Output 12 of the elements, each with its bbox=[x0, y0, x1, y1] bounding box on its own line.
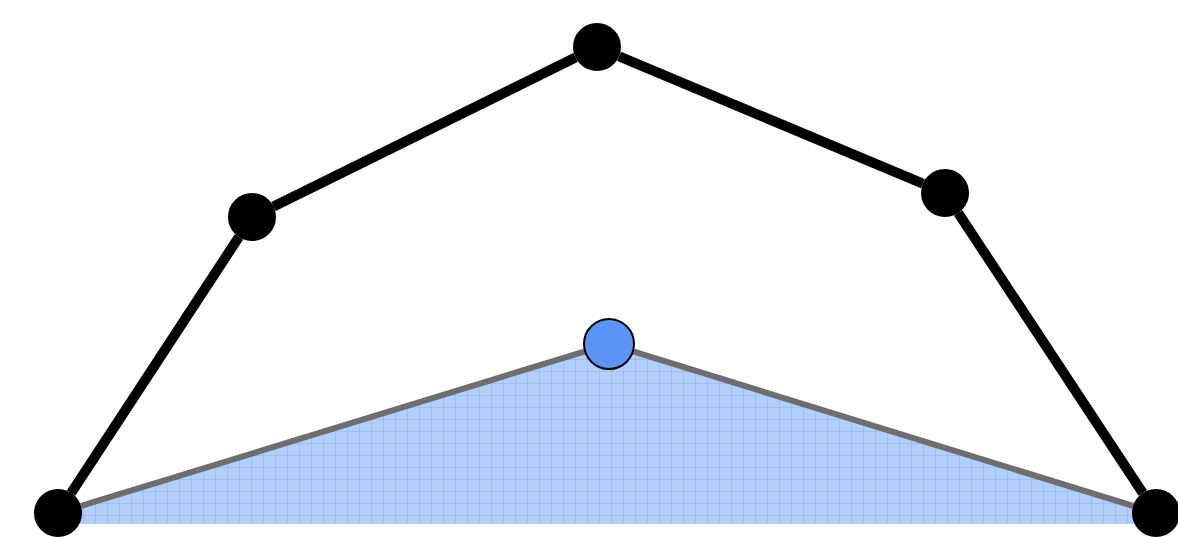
polygon-edge-line bbox=[954, 210, 1147, 496]
circle-node bbox=[573, 23, 621, 71]
polygon-edge-line bbox=[617, 51, 925, 189]
circle-node bbox=[1132, 489, 1178, 537]
polygon-edge-line bbox=[66, 234, 244, 496]
polygon-edge-line bbox=[271, 53, 578, 211]
shaded-edge-line bbox=[632, 348, 1134, 509]
circle-node bbox=[34, 489, 82, 537]
circle-node bbox=[921, 169, 969, 217]
circle-node bbox=[228, 193, 276, 241]
circle-node bbox=[583, 318, 635, 370]
shaded-edge-line bbox=[80, 348, 586, 509]
